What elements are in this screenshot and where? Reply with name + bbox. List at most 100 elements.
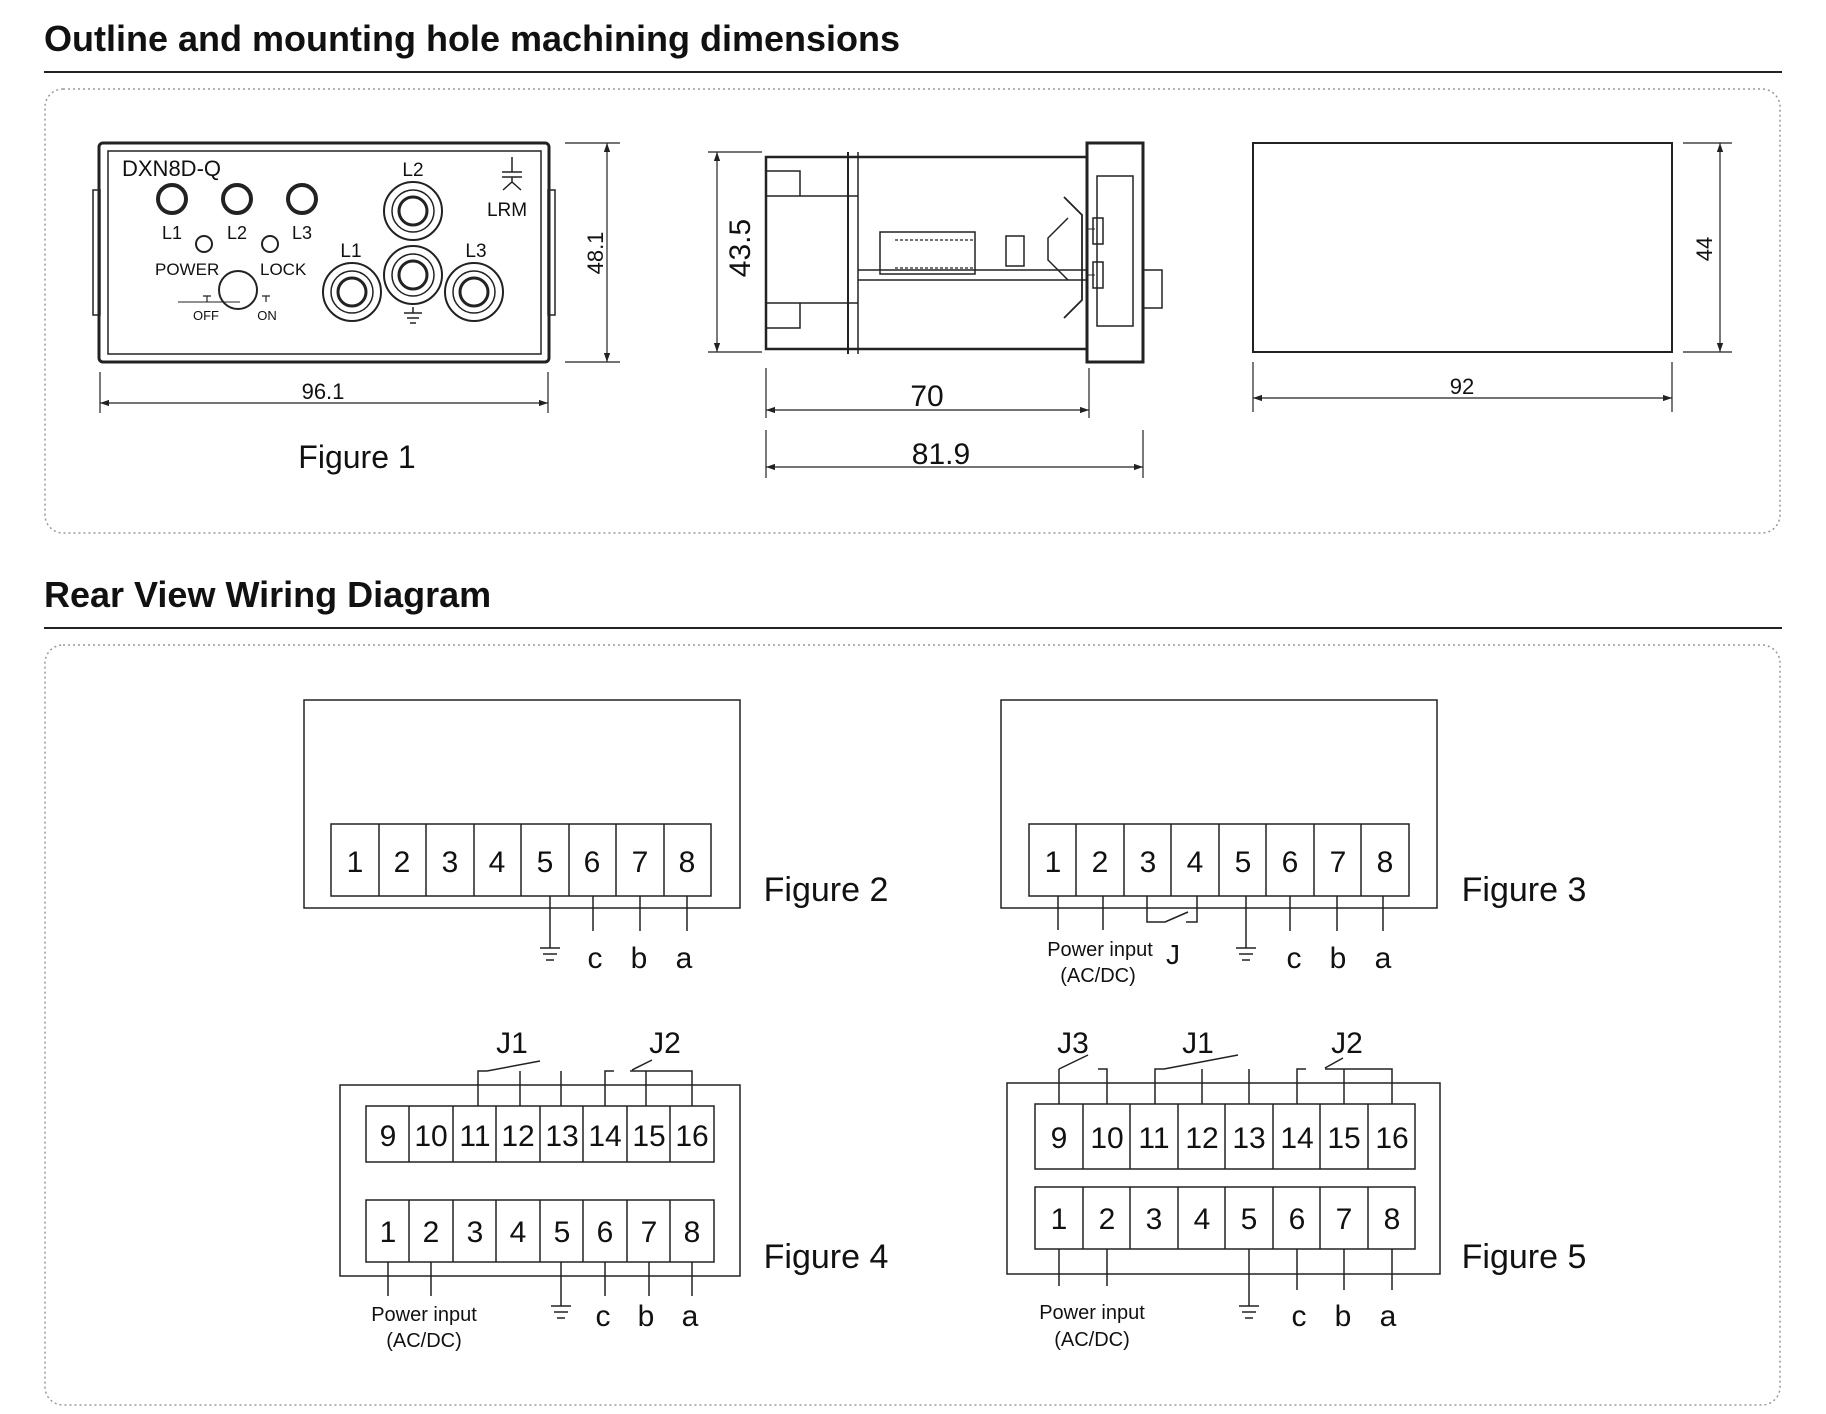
model-label: DXN8D-Q [122,156,221,181]
fig5-power-sub: (AC/DC) [1054,1329,1130,1351]
figure5-wiring [1006,1054,1441,1319]
figure5-caption: Figure 5 [1462,1238,1587,1276]
fig3-terminal-7: 7 [1330,846,1347,879]
power-label: POWER [155,260,219,279]
figure4-ground-icon [551,1300,571,1319]
fig2-lead-b: b [631,942,648,975]
indicator-l3 [286,183,318,215]
figure5-relay-j3-contact [1058,1054,1108,1104]
figure1-dimensions [99,142,620,413]
fig4-relay-label-j2: J2 [649,1027,681,1060]
fig3-terminal-6: 6 [1282,846,1299,879]
indicator-label-l1: L1 [162,223,182,243]
fig5-top-terminal-10: 10 [1090,1122,1123,1155]
front-height-dimension: 48.1 [583,232,608,275]
fig5-top-terminal-9: 9 [1051,1122,1068,1155]
indicator-label-l3: L3 [292,223,312,243]
fig2-terminal-4: 4 [489,846,506,879]
cutout-drawing [1252,142,1732,412]
fig4-top-terminal-14: 14 [588,1120,621,1153]
fig2-terminal-5: 5 [537,846,554,879]
fig2-lead-a: a [676,942,693,975]
front-panel-inner [107,150,542,355]
fig4-top-terminal-12: 12 [501,1120,534,1153]
figure2-text: 1 2 3 4 5 6 7 8 c b a Figure 2 [347,846,889,975]
cutout-width-dimension: 92 [1450,374,1474,399]
fig5-top-terminal-16: 16 [1375,1122,1408,1155]
figure5-ground-icon [1239,1300,1259,1319]
fig5-top-terminal-15: 15 [1327,1122,1360,1155]
fig4-lead-c: c [596,1300,611,1333]
fig4-top-terminal-10: 10 [414,1120,447,1153]
side-depth-dimension: 70 [910,380,943,413]
indicator-l2 [221,183,253,215]
fig2-lead-c: c [588,942,603,975]
front-width-dimension: 96.1 [302,379,345,404]
figure5-text: 9 10 11 12 13 14 15 16 1 2 3 4 5 6 7 8 J… [1039,1027,1586,1351]
fig2-terminal-7: 7 [632,846,649,879]
fig5-power-label: Power input [1039,1302,1145,1324]
figure4-wiring [339,1059,741,1319]
fig5-relay-label-j1: J1 [1182,1027,1214,1060]
outline-title-rule [44,71,1782,73]
fig2-terminal-2: 2 [394,846,411,879]
fig3-terminal-5: 5 [1235,846,1252,879]
fig5-bottom-terminal-4: 4 [1194,1203,1211,1236]
figure5-housing [1006,1082,1441,1275]
figure4-housing [339,1084,741,1277]
figure3-wiring [1000,699,1438,961]
fig3-power-label: Power input [1047,939,1153,961]
figure4-relay-j1-contact [477,1060,562,1106]
fig3-power-sub: (AC/DC) [1060,965,1136,987]
figure2-caption: Figure 2 [764,871,889,909]
on-label: ON [257,308,277,323]
fig2-terminal-3: 3 [442,846,459,879]
figure3-text: 1 2 3 4 5 6 7 8 Power input (AC/DC) J c … [1045,846,1587,987]
wiring-title-rule [44,627,1782,629]
fig4-bottom-terminal-5: 5 [554,1216,571,1249]
figure3-relay-j-contact [1146,896,1198,923]
side-front-bezel [1085,141,1145,364]
fig2-terminal-6: 6 [584,846,601,879]
switch-off-mark [203,295,211,302]
figure2-ground-icon [540,942,560,961]
figure2-wiring [303,699,741,961]
fig3-terminal-3: 3 [1140,846,1157,879]
fig5-top-terminal-11: 11 [1138,1122,1169,1155]
switch-on-mark [262,295,270,302]
fig5-top-terminal-12: 12 [1185,1122,1218,1155]
fig4-top-terminal-15: 15 [632,1120,665,1153]
fig4-bottom-terminal-8: 8 [684,1216,701,1249]
fig3-lead-b: b [1330,942,1347,975]
side-view-dimensions [708,151,1144,478]
fig4-top-terminal-11: 11 [459,1120,490,1153]
lock-label: LOCK [260,260,307,279]
socket-l2-icon [383,181,443,241]
figure3-ground-icon [1236,942,1256,961]
right-clip [547,189,556,316]
figure5-relay-j1-contact [1154,1054,1250,1104]
figure4-relay-j2-contact [604,1059,693,1106]
figure3-housing [1000,699,1438,909]
power-switch-knob [218,270,258,310]
fig5-lead-c: c [1292,1300,1307,1333]
fig3-terminal-2: 2 [1092,846,1109,879]
fig5-lead-a: a [1380,1300,1397,1333]
fig4-power-label: Power input [371,1304,477,1326]
indicator-label-l2: L2 [227,223,247,243]
outline-section-title: Outline and mounting hole machining dime… [44,18,901,59]
fig5-relay-label-j3: J3 [1057,1027,1089,1060]
fig4-top-terminal-13: 13 [545,1120,578,1153]
fig5-bottom-terminal-5: 5 [1241,1203,1258,1236]
fig5-top-terminal-14: 14 [1280,1122,1313,1155]
socket-label-right: L3 [465,241,486,262]
fig3-terminal-8: 8 [1377,846,1394,879]
side-view-text: 43.5 70 81.9 [724,219,970,471]
fig5-relay-label-j2: J2 [1331,1027,1363,1060]
fig2-terminal-1: 1 [347,846,364,879]
cutout-rectangle [1252,142,1673,353]
socket-label-left: L1 [340,241,361,262]
figure2-housing [303,699,741,909]
fig5-bottom-terminal-3: 3 [1146,1203,1163,1236]
lrm-symbol-icon [502,157,522,191]
